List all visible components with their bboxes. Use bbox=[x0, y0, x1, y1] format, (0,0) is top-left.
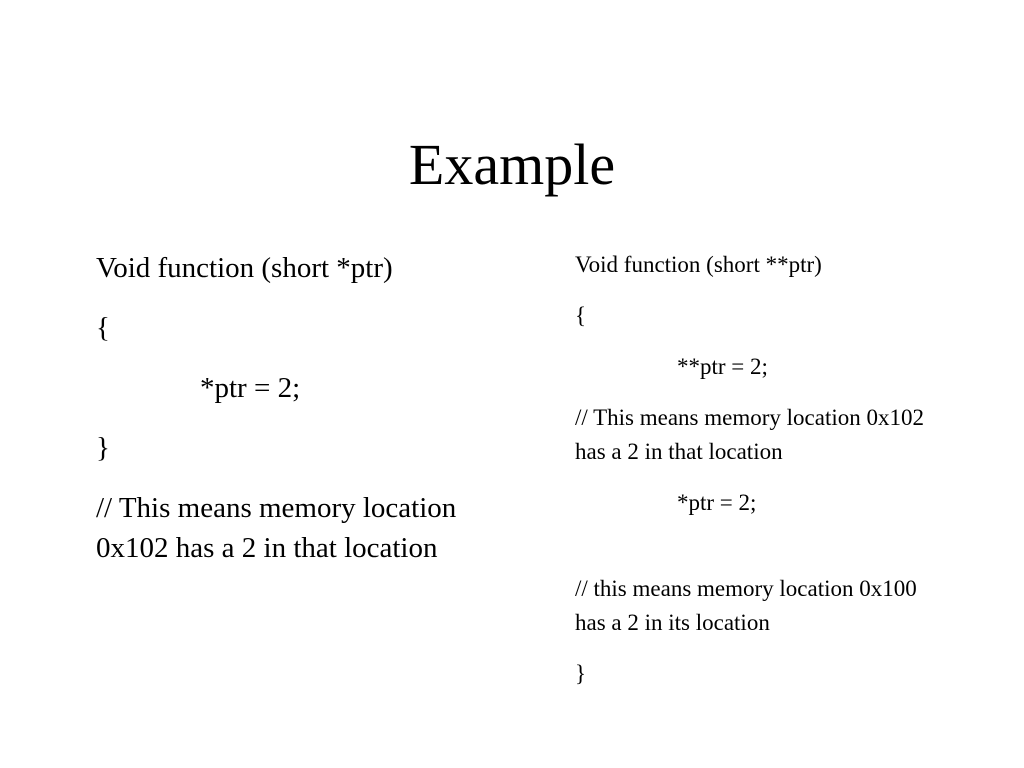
right-comment-first: // This means memory location 0x102 has … bbox=[575, 405, 924, 464]
right-double-deref-statement: **ptr = 2; bbox=[677, 354, 768, 379]
right-close-brace: } bbox=[575, 661, 587, 686]
right-single-deref-statement: *ptr = 2; bbox=[677, 490, 757, 515]
left-code-column: Void function (short *ptr) { *ptr = 2; }… bbox=[96, 248, 516, 588]
right-function-signature: Void function (short **ptr) bbox=[575, 252, 822, 277]
right-open-brace: { bbox=[575, 303, 587, 328]
slide-title: Example bbox=[408, 132, 616, 197]
right-blank-line bbox=[575, 537, 945, 572]
left-close-brace: } bbox=[96, 432, 110, 464]
right-code-column: Void function (short **ptr) { **ptr = 2;… bbox=[575, 248, 945, 708]
left-open-brace: { bbox=[96, 312, 110, 344]
right-comment-second: // this means memory location 0x100 has … bbox=[575, 576, 917, 635]
left-function-signature: Void function (short *ptr) bbox=[96, 252, 393, 284]
left-assignment-statement: *ptr = 2; bbox=[200, 372, 301, 404]
left-comment: // This means memory location 0x102 has … bbox=[96, 492, 457, 564]
